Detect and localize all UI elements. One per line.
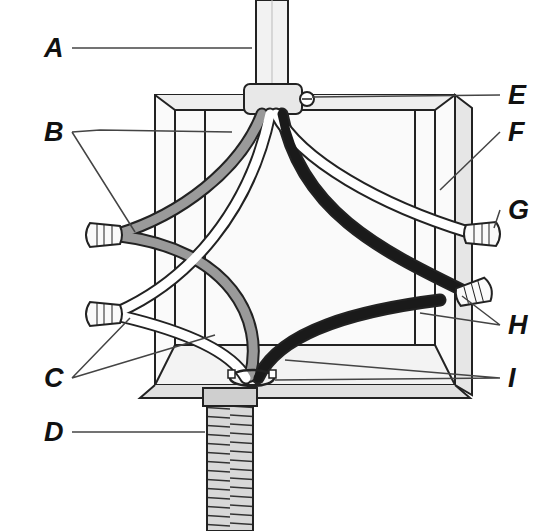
leader-lines	[72, 48, 500, 432]
part-letter: B	[44, 119, 64, 146]
armored-cable	[203, 388, 257, 531]
conduit	[256, 0, 288, 90]
wires	[118, 114, 468, 378]
junction-box	[140, 95, 472, 398]
cable-clamp	[228, 370, 276, 386]
part-letter: G	[508, 197, 529, 224]
part-letter: H	[508, 312, 528, 339]
part-letter: C	[44, 365, 64, 392]
part-letter: A	[44, 35, 64, 62]
part-letter: I	[508, 365, 516, 392]
part-letter: D	[44, 419, 64, 446]
wire-nuts	[86, 222, 500, 326]
part-letter: F	[508, 119, 525, 146]
part-letter: E	[508, 82, 526, 109]
